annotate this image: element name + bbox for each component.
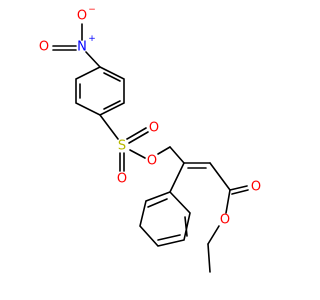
bond-ring-s bbox=[99, 114, 119, 140]
atom-sulfur: S bbox=[118, 139, 126, 154]
bond-c1-o-ethoxy bbox=[225, 189, 231, 214]
atom-nitro-o-left: O bbox=[39, 40, 49, 55]
bond-s-o-link bbox=[129, 149, 146, 159]
atom-carbonyl-o: O bbox=[251, 180, 261, 195]
charge-plus: + bbox=[88, 34, 96, 44]
nitrophenyl-ring bbox=[75, 66, 125, 116]
atom-sulfonyl-o-bottom: O bbox=[117, 172, 127, 187]
bond-ch2-c3 bbox=[169, 146, 185, 164]
bond-carbonyl-1 bbox=[229, 185, 248, 191]
nitrophenyl-inner-bond-1 bbox=[103, 72, 121, 82]
atom-ethoxy-o: O bbox=[220, 213, 230, 228]
nitrophenyl-inner-bond-2 bbox=[103, 100, 121, 110]
phenyl-ring bbox=[139, 191, 191, 247]
atom-sulfonyl-o-right: O bbox=[149, 121, 159, 136]
atom-nitro-o-top: O bbox=[77, 9, 87, 24]
bond-carbonyl-2 bbox=[231, 189, 249, 195]
bond-c2-c1 bbox=[209, 162, 231, 191]
bond-s-o-right-2 bbox=[128, 131, 149, 144]
bond-ethyl-ch2-ch3 bbox=[207, 243, 211, 273]
bond-n-ring bbox=[85, 51, 101, 68]
bond-c3-phenyl bbox=[169, 162, 185, 193]
bond-s-o-right-1 bbox=[126, 127, 147, 140]
bond-o-ethyl-ch2 bbox=[207, 225, 220, 245]
charge-minus: − bbox=[88, 5, 96, 15]
atom-nitro-n: N bbox=[77, 40, 87, 55]
bond-o-ch2 bbox=[157, 146, 171, 155]
atom-ester-link-o: O bbox=[147, 154, 157, 169]
phenyl-inner-bond-3 bbox=[184, 216, 188, 237]
phenyl-inner-bond-1 bbox=[147, 198, 168, 208]
phenyl-inner-bond-2 bbox=[157, 234, 181, 241]
structure-diagram: O − N + O S O O O O O bbox=[39, 5, 261, 273]
molecule-drawing: O − N + O S O O O O O bbox=[39, 5, 261, 273]
